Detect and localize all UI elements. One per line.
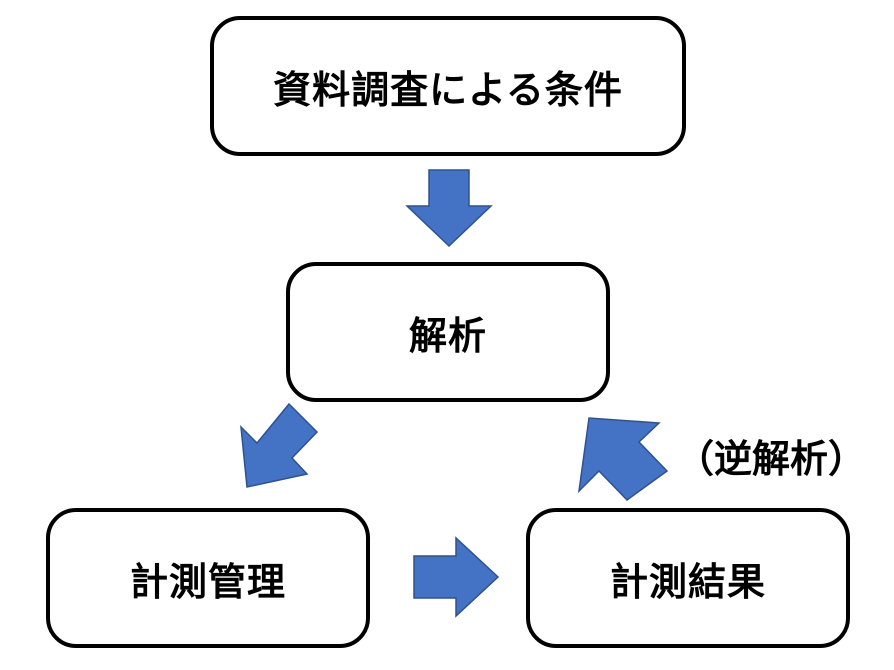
node-measurement-results: 計測結果 [526, 508, 850, 648]
arrow-down-icon [405, 169, 493, 248]
node-analysis: 解析 [286, 262, 610, 402]
arrow-right-icon [413, 536, 500, 618]
node-label: 計測結果 [609, 559, 766, 604]
node-label: 資料調査による条件 [273, 67, 623, 112]
node-resource-survey-conditions: 資料調査による条件 [210, 16, 686, 156]
arrow-up-left-icon [577, 417, 669, 501]
back-analysis-annotation: （逆解析） [676, 437, 867, 481]
node-measurement-management: 計測管理 [46, 508, 370, 648]
node-label: 解析 [408, 313, 487, 358]
node-label: 計測管理 [129, 559, 286, 604]
arrow-down-left-icon [240, 402, 319, 488]
